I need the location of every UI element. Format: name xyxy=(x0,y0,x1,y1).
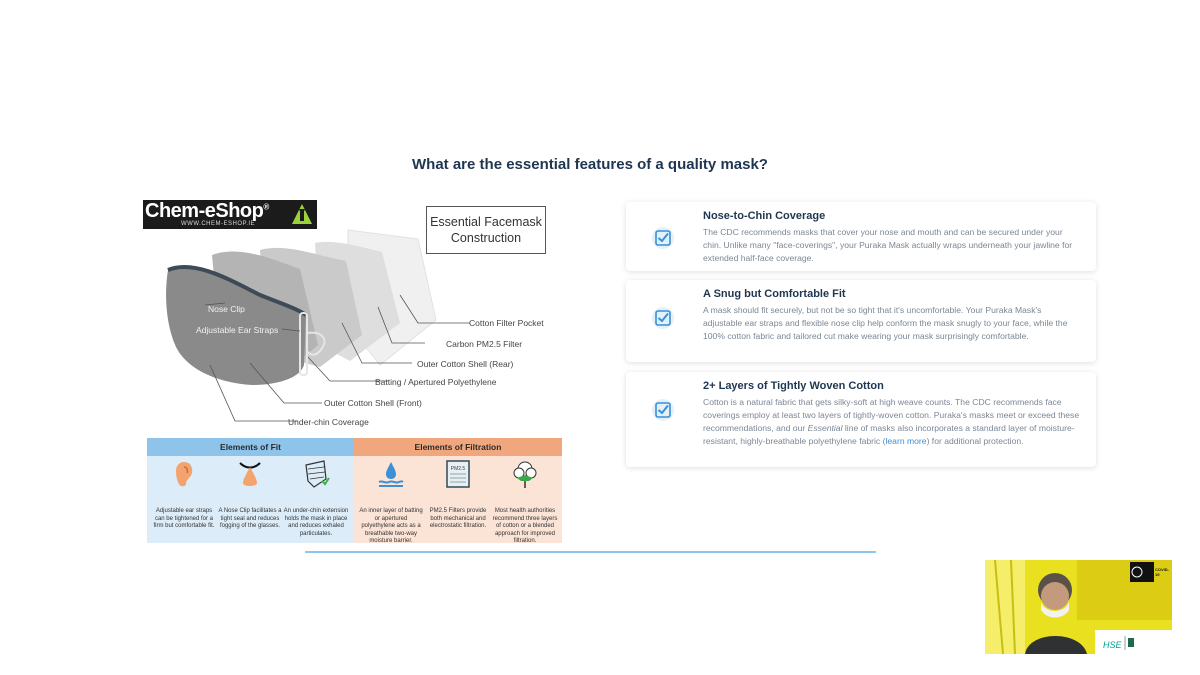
section-divider xyxy=(305,551,876,553)
logo-name: Chem-eShop® xyxy=(145,200,269,222)
filtration-item-pm25: PM2.5 PM2.5 Filters provide both mechani… xyxy=(425,458,491,531)
poster-badge-text: COVID-19 xyxy=(1155,567,1169,577)
label-outer-front: Outer Cotton Shell (Front) xyxy=(324,398,422,408)
outer-front-layer xyxy=(166,267,306,385)
filtration-item-cotton: Most health authorities recommend three … xyxy=(492,458,558,546)
elements-table: Elements of Fit Adjustable ear straps ca… xyxy=(147,438,562,546)
feature-body: A mask should fit securely, but not be s… xyxy=(703,305,1068,341)
elements-of-filtration: Elements of Filtration An inner layer of… xyxy=(354,438,562,546)
pm25-icon-label: PM2.5 xyxy=(451,466,466,472)
label-carbon-filter: Carbon PM2.5 Filter xyxy=(446,339,523,349)
page-title: What are the essential features of a qua… xyxy=(412,156,768,173)
nose-icon xyxy=(239,462,261,486)
checkbox-icon xyxy=(652,227,674,249)
moisture-barrier-icon xyxy=(378,462,404,487)
fit-item-under-chin: An under-chin extension holds the mask i… xyxy=(283,458,349,538)
learn-more-link[interactable]: learn more xyxy=(885,436,927,446)
diagram-title: Essential Facemask Construction xyxy=(426,206,546,254)
feature-card-coverage: Nose-to-Chin Coverage The CDC recommends… xyxy=(626,202,1096,271)
hse-logo: HSE xyxy=(1103,640,1123,650)
pm25-filter-icon: PM2.5 xyxy=(446,460,470,488)
ear-strap-toggle xyxy=(299,312,308,376)
filtration-header: Elements of Filtration xyxy=(354,438,562,456)
fit-item-nose-clip: A Nose Clip facilitates a tight seal and… xyxy=(217,458,283,531)
feature-body: The CDC recommends masks that cover your… xyxy=(703,227,1073,263)
covid-poster-thumbnail[interactable]: HSE COVID-19 xyxy=(985,560,1172,654)
checkbox-icon xyxy=(652,307,674,329)
bottle-icon xyxy=(292,204,312,224)
label-ear-straps: Adjustable Ear Straps xyxy=(196,325,279,335)
feature-card-fit: A Snug but Comfortable Fit A mask should… xyxy=(626,280,1096,362)
chem-eshop-logo[interactable]: Chem-eShop® WWW.CHEM-ESHOP.IE xyxy=(143,200,317,229)
cotton-plant-icon xyxy=(513,461,537,488)
label-nose-clip: Nose Clip xyxy=(208,304,245,314)
elements-of-fit: Elements of Fit Adjustable ear straps ca… xyxy=(147,438,354,543)
fit-item-ear-straps: Adjustable ear straps can be tightened f… xyxy=(151,458,217,531)
fit-header: Elements of Fit xyxy=(147,438,354,456)
chin-mask-icon xyxy=(305,460,330,488)
feature-card-layers: 2+ Layers of Tightly Woven Cotton Cotton… xyxy=(626,372,1096,467)
mask-layers-diagram xyxy=(166,229,470,422)
feature-title: A Snug but Comfortable Fit xyxy=(703,288,846,300)
nose-clip-wire xyxy=(167,265,308,317)
logo-url: WWW.CHEM-ESHOP.IE xyxy=(181,221,256,227)
feature-title: Nose-to-Chin Coverage xyxy=(703,210,826,222)
label-outer-rear: Outer Cotton Shell (Rear) xyxy=(417,359,514,369)
ear-icon xyxy=(176,462,193,487)
poster-graphic: HSE xyxy=(985,560,1172,654)
checkbox-icon xyxy=(652,399,674,421)
label-batting: Batting / Apertured Polyethylene xyxy=(375,377,497,387)
feature-title: 2+ Layers of Tightly Woven Cotton xyxy=(703,380,884,392)
label-under-chin: Under-chin Coverage xyxy=(288,417,369,427)
filtration-item-batting: An inner layer of batting or apertured p… xyxy=(358,458,424,546)
feature-body: Cotton is a natural fabric that gets sil… xyxy=(703,397,1080,446)
label-filter-pocket: Cotton Filter Pocket xyxy=(469,318,544,328)
